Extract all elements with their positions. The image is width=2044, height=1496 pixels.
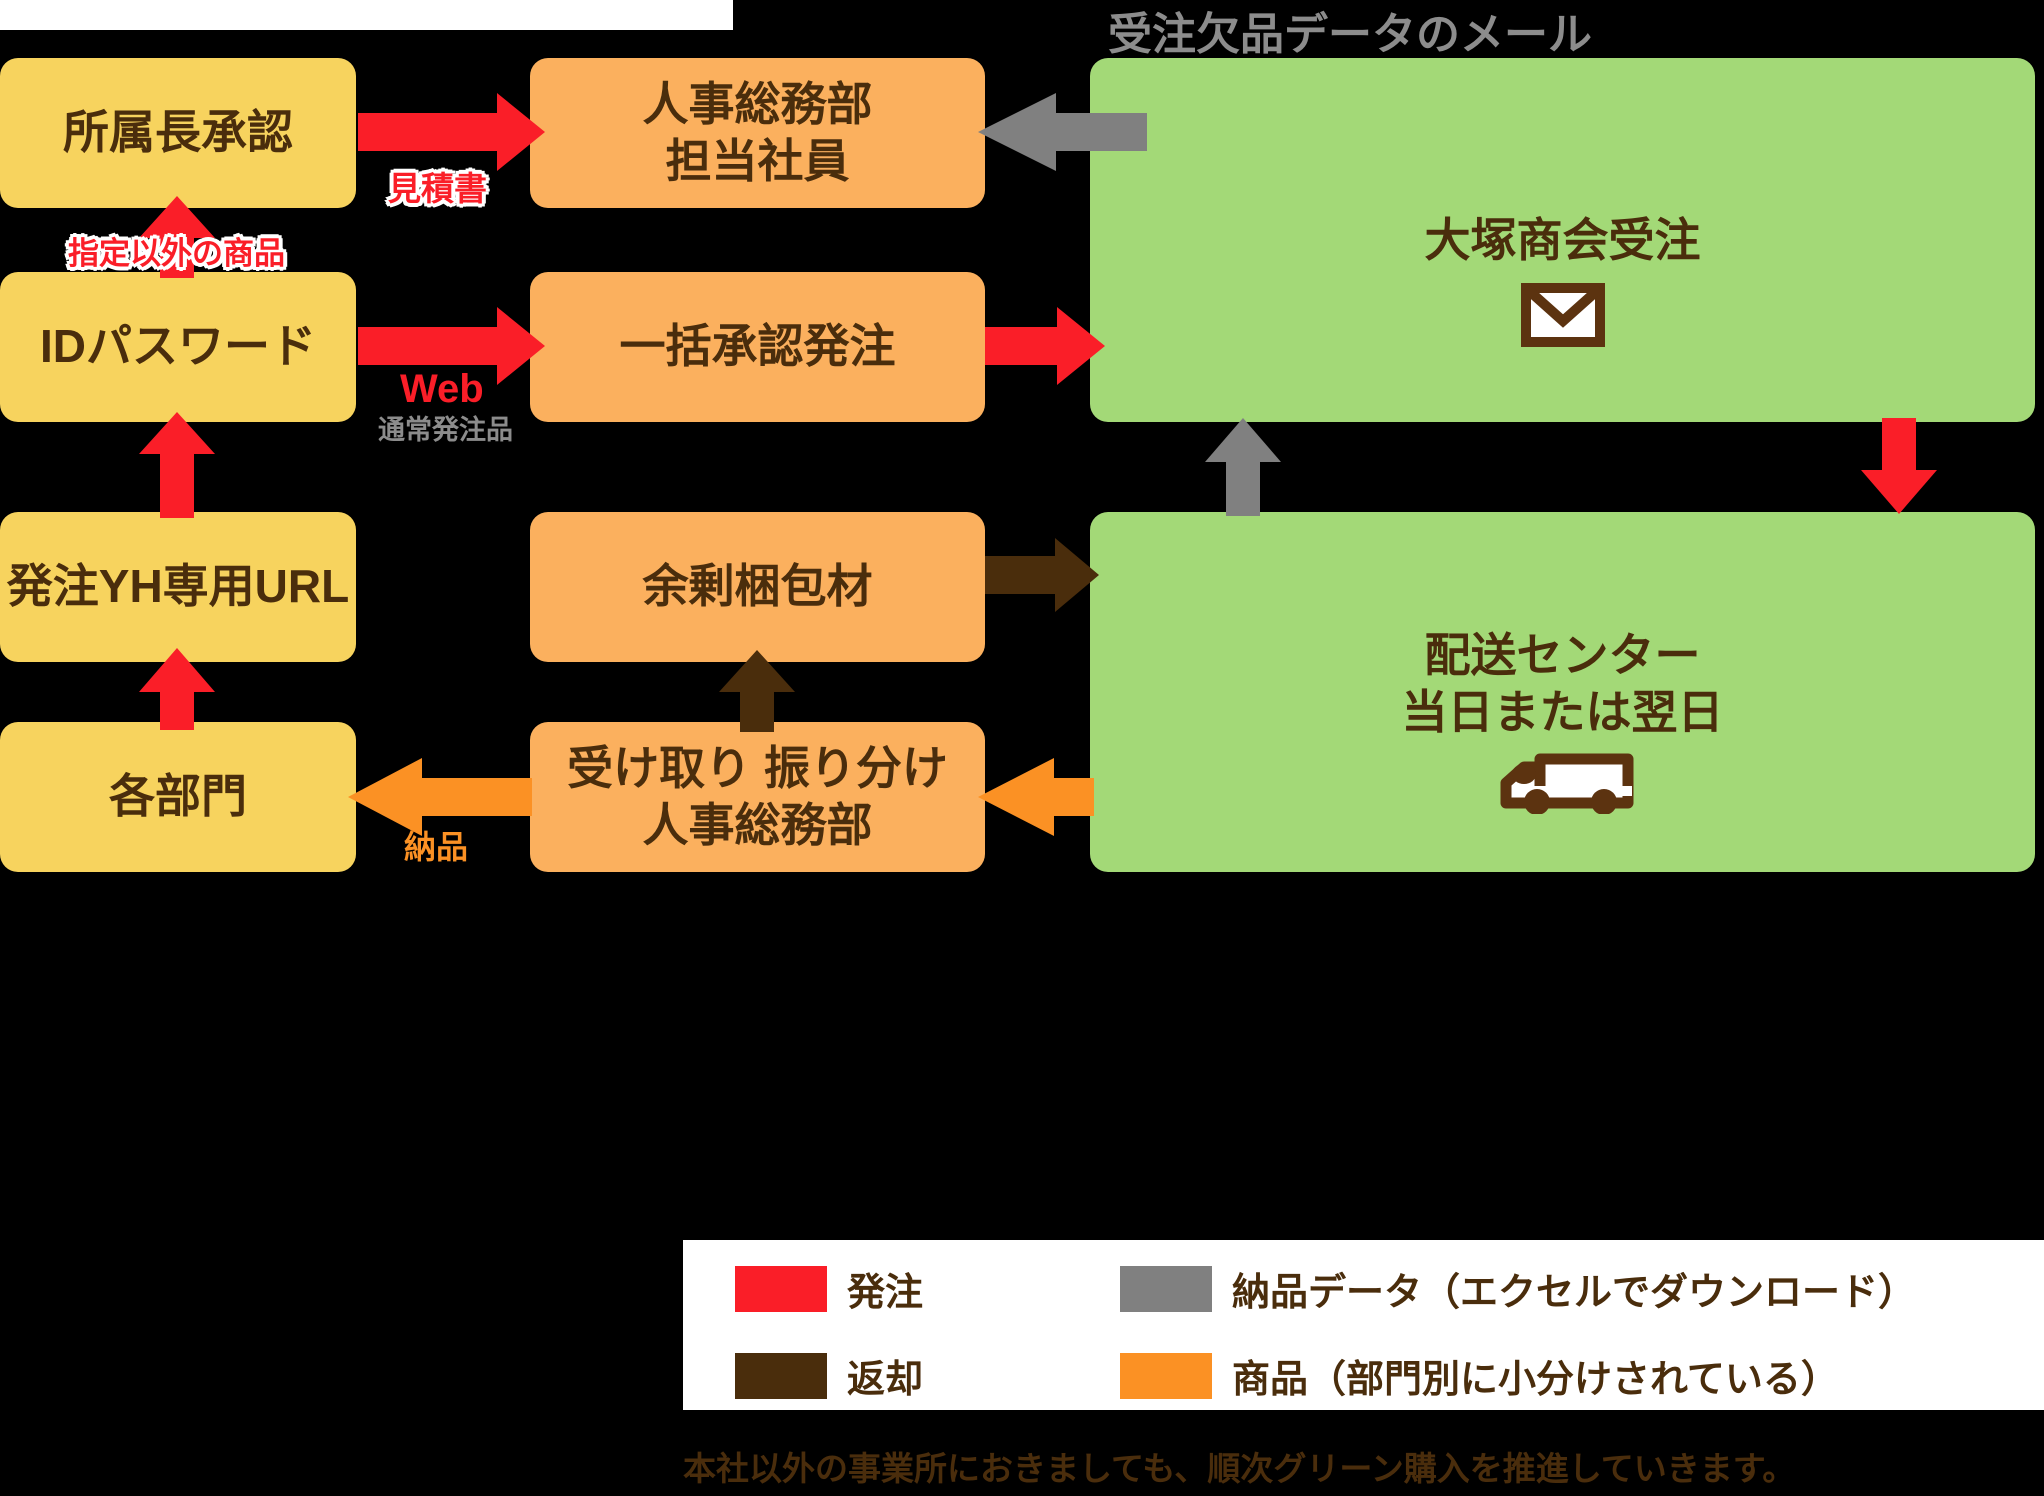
node-hr-staff[interactable]: 人事総務部 担当社員: [530, 58, 985, 208]
node-surplus-packaging-line-1: 余剰梱包材: [642, 560, 873, 613]
legend: 発注 納品データ（エクセルでダウンロード） 返却 商品（部門別に小分けされている…: [683, 1240, 2044, 1410]
legend-item-order: 発注: [735, 1261, 1120, 1316]
legend-swatch-delivery-data: [1120, 1265, 1212, 1312]
edge-label-non-designated: 指定以外の商品: [68, 236, 285, 271]
node-delivery-center[interactable]: 配送センター 当日または翌日: [1090, 512, 2035, 872]
mail-icon: [1520, 283, 1605, 361]
page-title: 受注欠品データのメール: [1108, 10, 1592, 59]
node-surplus-packaging[interactable]: 余剰梱包材: [530, 512, 985, 662]
legend-label-goods: 商品（部門別に小分けされている）: [1232, 1359, 1839, 1401]
legend-item-delivery-data: 納品データ（エクセルでダウンロード）: [1120, 1261, 1916, 1316]
node-bulk-approval[interactable]: 一括承認発注: [530, 272, 985, 422]
node-departments-line-1: 各部門: [109, 770, 247, 823]
legend-swatch-return: [735, 1352, 827, 1399]
footnote: 本社以外の事業所におきましても、順次グリーン購入を推進していきます。: [683, 1450, 1796, 1487]
node-id-password-line-1: IDパスワード: [40, 320, 316, 373]
node-receive-sort-line-2: 人事総務部: [642, 799, 873, 851]
legend-row-1: 発注 納品データ（エクセルでダウンロード）: [735, 1261, 2044, 1316]
legend-label-order: 発注: [847, 1272, 924, 1314]
legend-item-return: 返却: [735, 1348, 1120, 1403]
legend-row-2: 返却 商品（部門別に小分けされている）: [735, 1348, 2044, 1403]
node-delivery-center-line-1: 配送センター: [1424, 628, 1701, 681]
legend-label-delivery-data: 納品データ（エクセルでダウンロード）: [1232, 1272, 1917, 1314]
top-white-band: [0, 0, 733, 30]
edge-label-quote: 見積書: [388, 170, 487, 207]
node-receive-sort-line-1: 受け取り 振り分け: [567, 741, 948, 794]
node-approval-line-1: 所属長承認: [63, 106, 293, 159]
edge-label-delivery: 納品: [404, 829, 469, 865]
node-hr-staff-line-2: 担当社員: [665, 135, 850, 187]
legend-label-return: 返却: [847, 1359, 924, 1401]
node-approval[interactable]: 所属長承認: [0, 58, 356, 208]
node-departments[interactable]: 各部門: [0, 722, 356, 872]
node-hr-staff-line-1: 人事総務部: [642, 77, 873, 130]
truck-icon: [1488, 752, 1638, 828]
legend-swatch-order: [735, 1265, 827, 1312]
legend-swatch-goods: [1120, 1352, 1212, 1399]
node-order-url[interactable]: 発注YH専用URL: [0, 512, 356, 662]
node-receive-sort[interactable]: 受け取り 振り分け 人事総務部: [530, 722, 985, 872]
node-otsuka-order-line-1: 大塚商会受注: [1424, 213, 1701, 266]
node-bulk-approval-line-1: 一括承認発注: [619, 320, 896, 373]
node-delivery-center-line-2: 当日または翌日: [1401, 686, 1724, 739]
edge-label-normal-order: 通常発注品: [378, 415, 513, 445]
legend-item-goods: 商品（部門別に小分けされている）: [1120, 1348, 1839, 1403]
node-order-url-line-1: 発注YH専用URL: [6, 560, 350, 613]
edge-label-web: Web: [400, 367, 484, 411]
node-id-password[interactable]: IDパスワード: [0, 272, 356, 422]
node-otsuka-order[interactable]: 大塚商会受注: [1090, 58, 2035, 422]
